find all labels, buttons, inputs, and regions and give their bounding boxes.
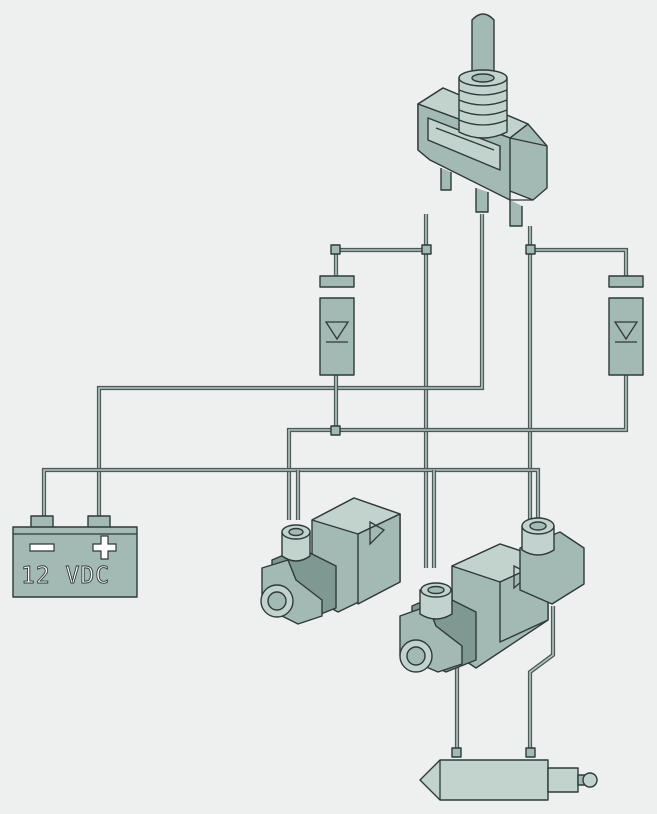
junction-node [525, 244, 536, 255]
junction-node [451, 747, 462, 758]
diode-icon [319, 275, 355, 376]
toggle-switch-icon [417, 13, 548, 227]
relay-icon [260, 497, 401, 625]
relay-icon [399, 517, 585, 673]
wires [41, 214, 629, 758]
wire-left-diode-top [333, 247, 426, 278]
battery-plus-sign [92, 535, 117, 560]
battery-icon: 12 VDC [12, 515, 138, 598]
diode-icon [608, 275, 644, 376]
battery-minus-sign [29, 543, 55, 552]
battery-voltage-label: 12 VDC [21, 563, 110, 589]
motor-icon [419, 759, 598, 801]
junction-node [421, 244, 432, 255]
junction-node [330, 425, 341, 436]
junction-node [330, 244, 341, 255]
junction-node [525, 747, 536, 758]
wire-right-diode-top [530, 247, 629, 278]
